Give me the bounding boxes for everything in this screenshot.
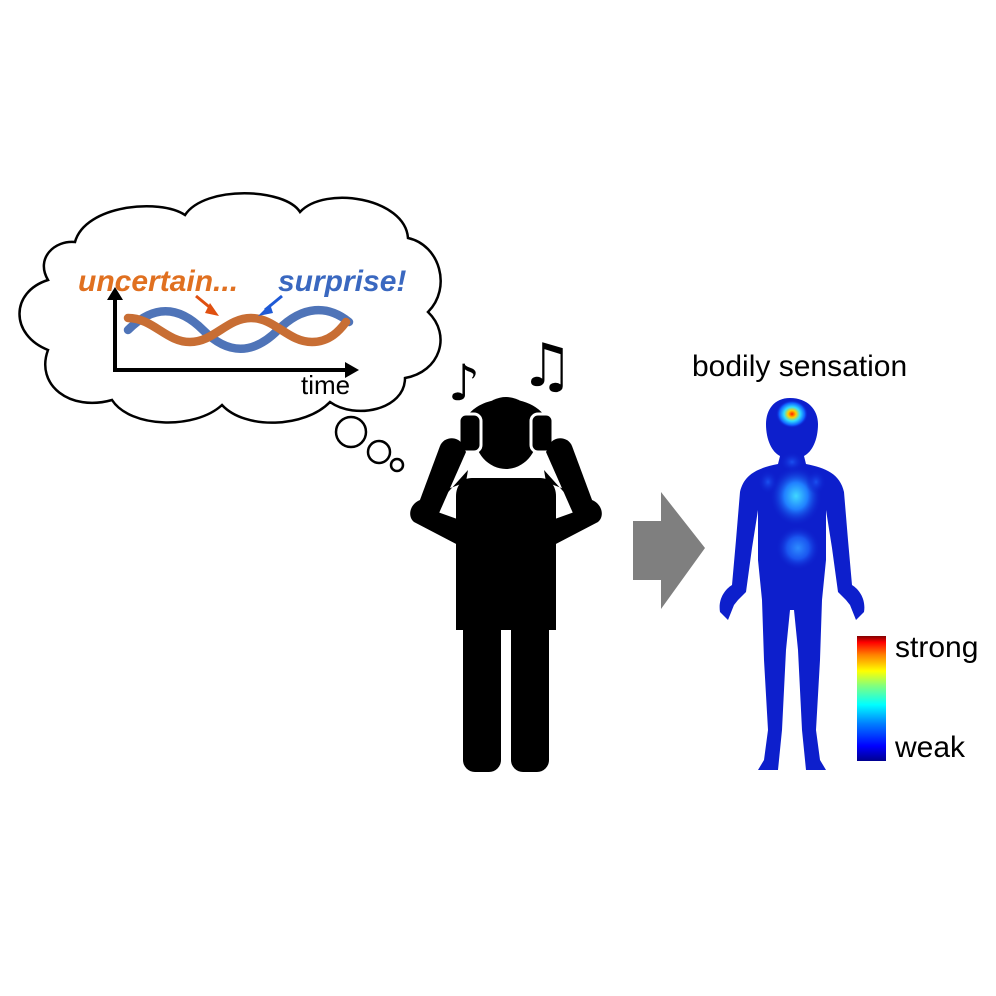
time-axes — [107, 287, 359, 378]
prediction-waves — [123, 306, 354, 353]
x-axis-arrowhead — [345, 362, 359, 378]
music-note-right-icon: ♫ — [520, 331, 574, 401]
hotspot-head — [776, 400, 808, 428]
pointer-uncertain — [195, 294, 219, 316]
person-head — [474, 397, 538, 469]
person-listening-icon — [410, 397, 602, 772]
label-uncertain: uncertain... — [78, 265, 238, 298]
body-sensation-map — [719, 398, 865, 770]
scale-label-weak: weak — [894, 731, 966, 764]
thought-cloud — [18, 192, 442, 473]
color-scale: strong weak — [857, 631, 978, 764]
person-torso — [456, 478, 556, 630]
person-right-forearm — [546, 438, 598, 520]
thought-bubble-small — [389, 457, 405, 473]
color-scale-bar — [857, 636, 886, 761]
axis-label-time: time — [301, 370, 350, 400]
music-note-left-icon: ♪ — [448, 354, 480, 412]
hotspot-shoulder-left — [758, 470, 778, 494]
person-right-leg — [511, 600, 549, 772]
person-right-arm — [544, 470, 602, 546]
transition-arrow — [633, 492, 705, 609]
wave-surprise — [123, 306, 354, 353]
body-map-title: bodily sensation — [692, 350, 907, 383]
headphone-left-cup — [457, 412, 483, 454]
wave-uncertain — [123, 313, 351, 347]
headphone-right-cup — [529, 412, 555, 454]
y-axis-arrowhead — [107, 287, 123, 300]
hotspot-shoulder-right — [806, 470, 826, 494]
person-left-leg — [463, 600, 501, 772]
thought-bubble-large — [334, 415, 368, 449]
pointer-surprise — [258, 294, 283, 316]
person-left-forearm — [414, 438, 466, 520]
scale-label-strong: strong — [895, 631, 978, 664]
cloud-outline — [18, 192, 442, 424]
person-left-arm — [410, 470, 468, 546]
hotspot-belly — [776, 526, 820, 570]
body-silhouette — [719, 398, 865, 770]
label-surprise: surprise! — [278, 265, 406, 298]
thought-bubble-medium — [366, 439, 392, 465]
